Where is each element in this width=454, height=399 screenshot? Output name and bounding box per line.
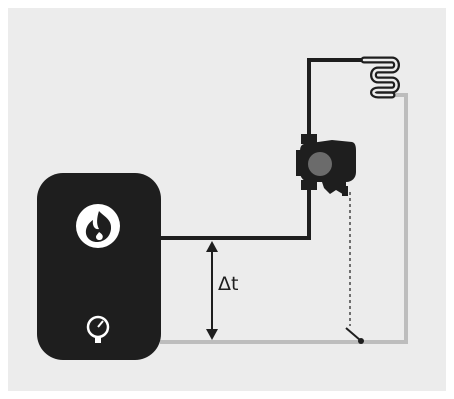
- pressure-gauge-icon: [86, 315, 110, 343]
- switch-icon: [345, 327, 364, 344]
- boiler-body: [37, 173, 161, 360]
- delta-t-label: Δt: [218, 273, 238, 295]
- flame-icon: [76, 204, 120, 248]
- circulation-pump-icon: [296, 134, 356, 196]
- boiler: [37, 173, 161, 360]
- radiator-coil-icon: [360, 56, 400, 99]
- delta-t-dimension: Δt: [206, 241, 238, 340]
- return-pipe: [160, 93, 408, 344]
